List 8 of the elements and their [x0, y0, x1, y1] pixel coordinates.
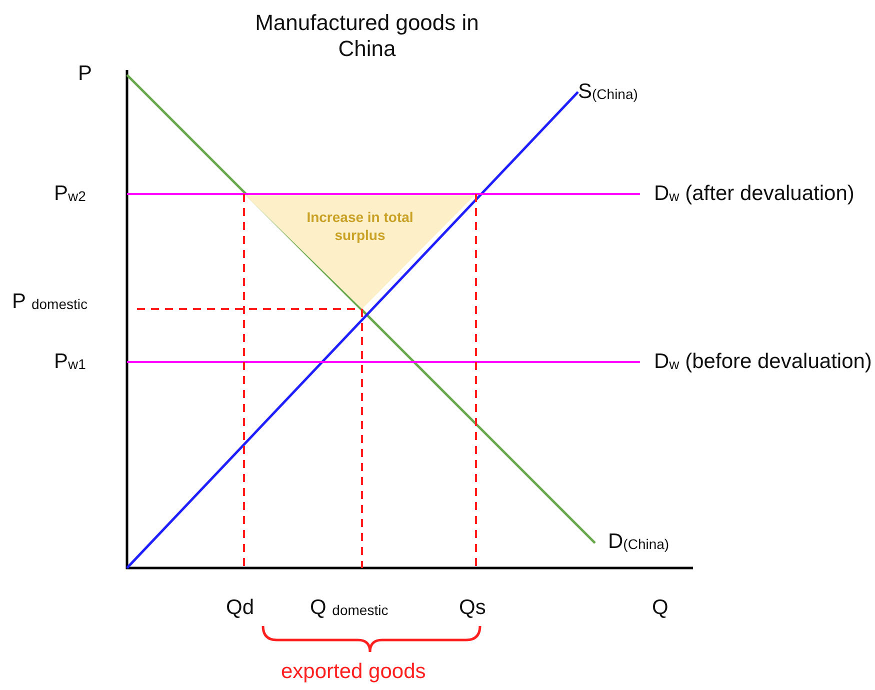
area-label: Increase in total surplus — [306, 208, 414, 244]
axis-label: P — [78, 62, 92, 86]
axis-label: Q — [652, 596, 668, 620]
surplus-area — [244, 194, 476, 309]
quantity-label: Qd — [226, 596, 254, 620]
quantity-label: Qs — [459, 596, 486, 620]
chart-title: Manufactured goods in China — [254, 10, 480, 63]
bracket-label: exported goods — [281, 660, 426, 684]
